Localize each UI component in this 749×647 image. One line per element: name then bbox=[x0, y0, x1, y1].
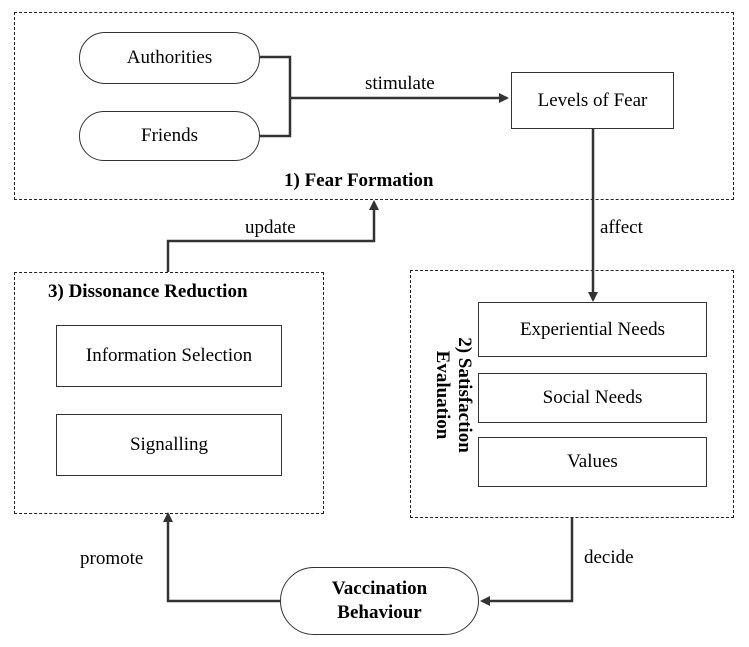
fear-formation-title: 1) Fear Formation bbox=[284, 170, 434, 191]
promote-label: promote bbox=[80, 548, 144, 569]
friends-connector bbox=[260, 98, 292, 138]
signalling-label: Signalling bbox=[129, 434, 209, 455]
dissonance-reduction-title: 3) Dissonance Reduction bbox=[48, 281, 248, 302]
decide-label: decide bbox=[584, 547, 634, 568]
vaccination-behaviour-node: Vaccination Behaviour bbox=[280, 567, 479, 635]
signalling-node: Signalling bbox=[56, 414, 282, 476]
experiential-needs-label: Experiential Needs bbox=[519, 318, 666, 340]
decide-arrow bbox=[480, 518, 574, 606]
affect-label: affect bbox=[600, 217, 643, 238]
information-selection-label: Information Selection bbox=[85, 345, 253, 366]
information-selection-node: Information Selection bbox=[56, 325, 282, 387]
satisfaction-title-line1: 2) Satisfaction bbox=[454, 337, 475, 453]
friends-node: Friends bbox=[79, 111, 260, 161]
friends-label: Friends bbox=[141, 125, 198, 146]
stimulate-label: stimulate bbox=[365, 73, 435, 94]
levels-of-fear-label: Levels of Fear bbox=[537, 89, 648, 111]
social-needs-label: Social Needs bbox=[542, 387, 643, 408]
update-arrow bbox=[166, 200, 379, 272]
authorities-node: Authorities bbox=[79, 32, 260, 84]
satisfaction-evaluation-group bbox=[410, 270, 734, 518]
values-node: Values bbox=[478, 437, 707, 487]
satisfaction-evaluation-title: 2) Satisfaction Evaluation bbox=[431, 325, 475, 465]
vaccination-label-line1: Vaccination bbox=[331, 578, 428, 599]
experiential-needs-node: Experiential Needs bbox=[478, 302, 707, 357]
levels-of-fear-node: Levels of Fear bbox=[511, 72, 674, 129]
authorities-label: Authorities bbox=[126, 47, 213, 68]
values-label: Values bbox=[567, 451, 618, 472]
promote-arrow bbox=[163, 512, 280, 603]
authorities-connector bbox=[260, 55, 292, 98]
fear-formation-group bbox=[14, 12, 734, 200]
vaccination-label-line2: Behaviour bbox=[337, 602, 422, 623]
social-needs-node: Social Needs bbox=[478, 373, 707, 423]
satisfaction-title-line2: Evaluation bbox=[432, 350, 453, 440]
update-label: update bbox=[245, 217, 296, 238]
